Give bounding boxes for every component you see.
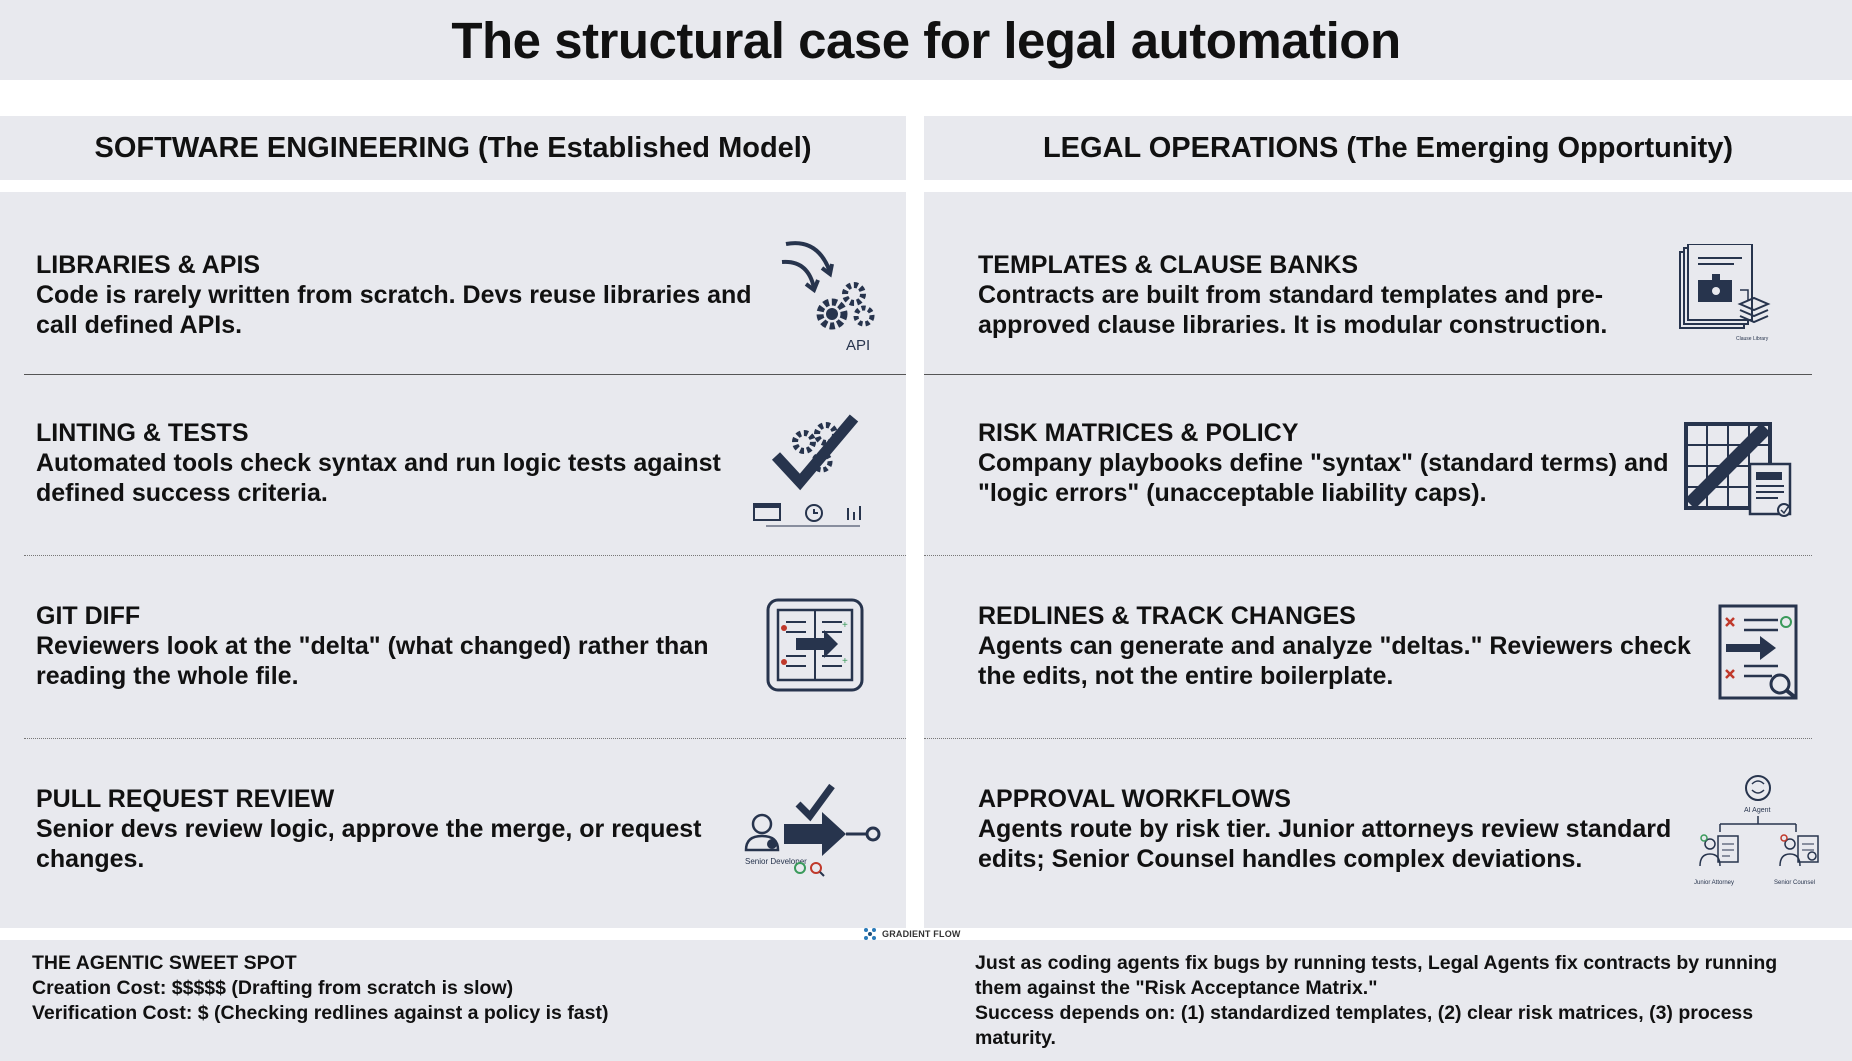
diff-compare-icon: + + [766,598,864,692]
left-panel [0,192,906,928]
row-body: Agents route by risk tier. Junior attorn… [978,815,1672,873]
row-divider [24,555,906,556]
title-band [0,0,1852,80]
api-label: API [846,337,870,354]
gradient-flow-logo-icon [864,928,876,940]
summary-line-1: Just as coding agents fix bugs by runnin… [975,952,1778,999]
row-title: APPROVAL WORKFLOWS [978,785,1291,813]
row-body: Senior devs review logic, approve the me… [36,815,702,873]
risk-matrix-icon [1684,420,1794,520]
row-divider [924,374,1812,375]
left-column-heading: SOFTWARE ENGINEERING (The Established Mo… [0,116,906,180]
left-row-linting: LINTING & TESTS Automated tools check sy… [36,418,766,508]
clause-library-icon: Clause Library [1676,244,1776,344]
summary-text: Just as coding agents fix bugs by runnin… [975,951,1815,1051]
left-row-git-diff: GIT DIFF Reviewers look at the "delta" (… [36,601,766,691]
right-row-risk-matrices: RISK MATRICES & POLICY Company playbooks… [978,418,1678,508]
senior-developer-label: Senior Developer [745,857,807,866]
left-row-pull-request: PULL REQUEST REVIEW Senior devs review l… [36,784,736,874]
row-divider [924,555,1812,556]
row-title: TEMPLATES & CLAUSE BANKS [978,251,1359,279]
right-column-heading: LEGAL OPERATIONS (The Emerging Opportuni… [924,116,1852,180]
brand-name: GRADIENT FLOW [882,929,961,939]
summary-line-2: Success depends on: (1) standardized tem… [975,1002,1754,1049]
approval-workflow-icon: AI Agent Junior Attorney Senior Counsel [1694,772,1824,892]
svg-text:+: + [842,656,848,667]
row-title: PULL REQUEST REVIEW [36,785,335,813]
row-body: Company playbooks define "syntax" (stand… [978,449,1669,507]
junior-attorney-label: Junior Attorney [1694,880,1734,886]
row-title: RISK MATRICES & POLICY [978,419,1299,447]
row-divider [24,374,906,375]
right-row-redlines: REDLINES & TRACK CHANGES Agents can gene… [978,601,1698,691]
row-body: Code is rarely written from scratch. Dev… [36,281,752,339]
bottom-band [0,940,1852,1061]
creation-cost: Creation Cost: $$$$$ (Drafting from scra… [32,977,514,999]
row-title: REDLINES & TRACK CHANGES [978,602,1356,630]
developer-approve-icon: Senior Developer [742,780,892,880]
redline-document-icon [1716,602,1806,702]
right-row-templates: TEMPLATES & CLAUSE BANKS Contracts are b… [978,250,1658,340]
row-title: GIT DIFF [36,602,141,630]
svg-text:+: + [842,620,848,631]
verification-cost: Verification Cost: $ (Checking redlines … [32,1002,609,1024]
gear-checkmark-icon [748,412,878,530]
row-body: Contracts are built from standard templa… [978,281,1608,339]
right-row-approval: APPROVAL WORKFLOWS Agents route by risk … [978,784,1688,874]
agentic-sweet-spot: THE AGENTIC SWEET SPOT Creation Cost: $$… [32,951,892,1026]
clause-library-label: Clause Library [1736,336,1769,342]
row-title: LINTING & TESTS [36,419,249,447]
gears-api-icon: API [778,236,888,356]
row-body: Reviewers look at the "delta" (what chan… [36,632,709,690]
row-title: LIBRARIES & APIS [36,251,261,279]
senior-counsel-label: Senior Counsel [1774,880,1815,886]
row-body: Automated tools check syntax and run log… [36,449,721,507]
left-row-libraries: LIBRARIES & APIS Code is rarely written … [36,250,766,340]
row-body: Agents can generate and analyze "deltas.… [978,632,1691,690]
row-divider [924,738,1812,739]
ai-agent-label: AI Agent [1744,807,1771,814]
page-title: The structural case for legal automation [451,11,1401,69]
brand-mark: GRADIENT FLOW [862,926,961,942]
row-divider [24,738,906,739]
sweet-spot-heading: THE AGENTIC SWEET SPOT [32,952,297,974]
